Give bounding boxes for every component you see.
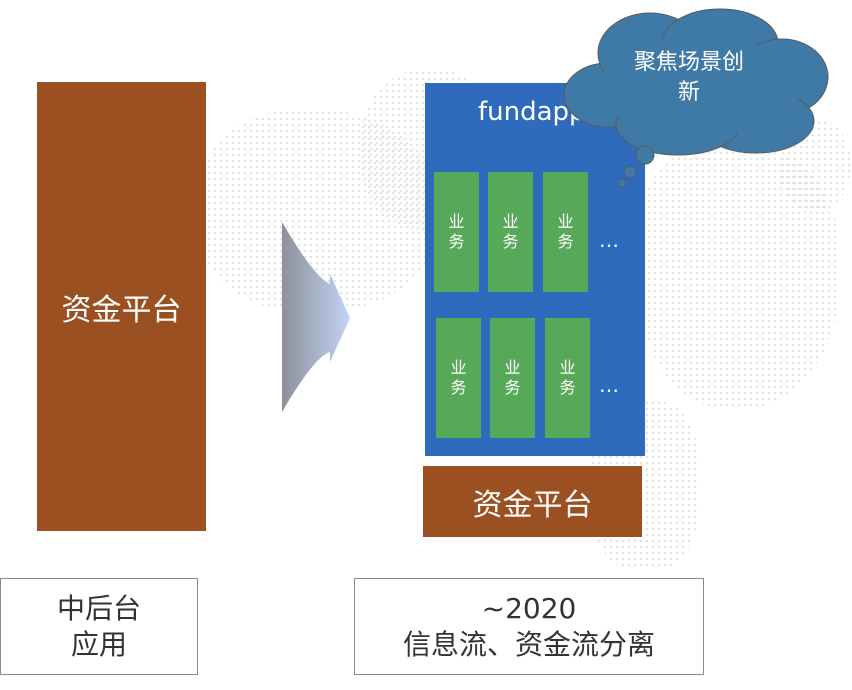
right-caption-line1: ~2020 (481, 591, 577, 625)
more-businesses-ellipsis: … (599, 373, 620, 397)
left-caption-line2: 应用 (70, 627, 127, 661)
right-caption-box: ~2020 信息流、资金流分离 (354, 578, 704, 675)
left-caption-box: 中后台 应用 (0, 578, 198, 675)
business-block: 业 务 (543, 172, 588, 292)
business-block: 业 务 (434, 172, 479, 292)
right-caption-line2: 信息流、资金流分离 (402, 627, 655, 661)
cloud-callout-text: 聚焦场景创 新 (633, 50, 744, 105)
fundapp-container: fundapp 业 务 业 务 业 务 … 业 务 业 务 业 务 … (425, 83, 645, 456)
more-businesses-ellipsis: … (599, 228, 620, 252)
left-platform-label: 资金平台 (61, 292, 182, 328)
right-platform-box: 资金平台 (423, 466, 642, 537)
business-block: 业 务 (436, 318, 481, 438)
transition-arrow (282, 222, 350, 412)
business-block: 业 务 (488, 172, 533, 292)
thought-cloud-callout (563, 8, 829, 188)
business-block: 业 务 (490, 318, 535, 438)
business-block: 业 务 (545, 318, 590, 438)
right-platform-label: 资金平台 (472, 487, 593, 523)
left-platform-box: 资金平台 (37, 82, 206, 531)
left-caption-line1: 中后台 (56, 591, 141, 625)
